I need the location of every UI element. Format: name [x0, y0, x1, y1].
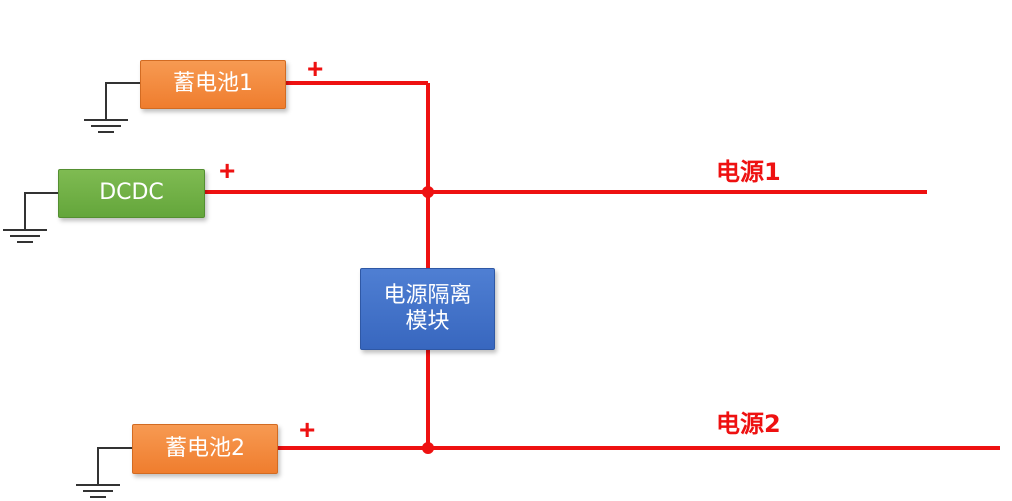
battery2-box: 蓄电池2: [132, 424, 278, 474]
junction-node-rail1: [422, 186, 434, 198]
battery1-box: 蓄电池1: [140, 60, 286, 109]
ground-icon-dcdc: [3, 192, 58, 243]
junction-node-rail2: [422, 442, 434, 454]
ground-icon-battery1: [84, 82, 140, 133]
ground-icon-battery2: [76, 447, 132, 498]
plus-sign-dcdc: +: [219, 155, 236, 186]
plus-sign-battery1: +: [307, 53, 324, 84]
rail1-label: 电源1: [716, 158, 781, 186]
rail2-label: 电源2: [716, 410, 781, 438]
isolation-module-label: 电源隔离 模块: [383, 282, 472, 334]
plus-sign-battery2: +: [299, 414, 316, 445]
dcdc-box: DCDC: [58, 169, 205, 218]
isolation-module-box: 电源隔离 模块: [360, 268, 495, 350]
